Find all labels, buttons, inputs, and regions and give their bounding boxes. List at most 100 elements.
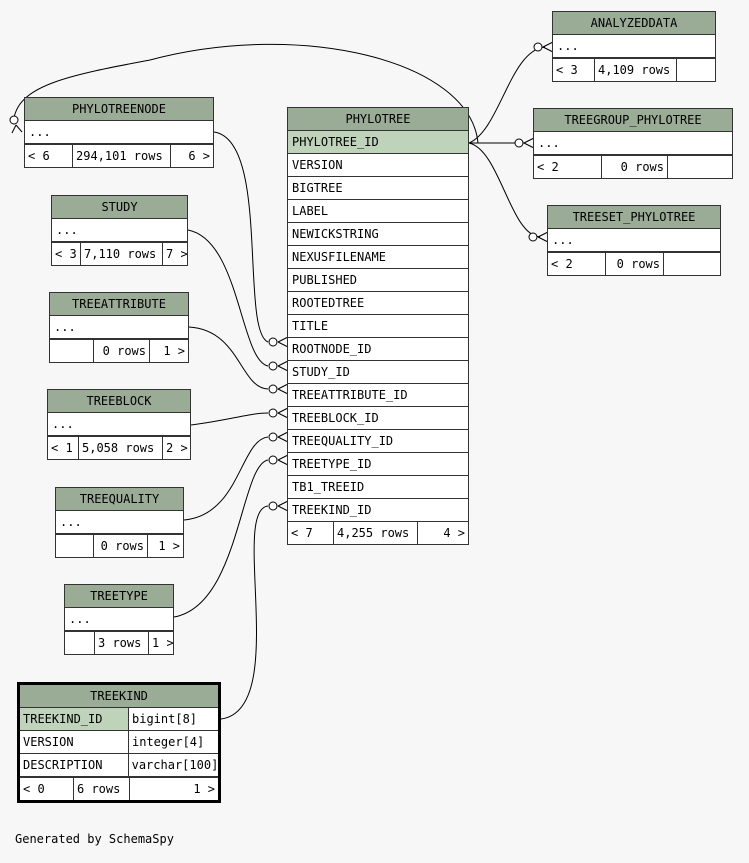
table-header[interactable]: TREEGROUP_PHYLOTREE [534, 109, 732, 132]
stat-parents[interactable]: < 7 [288, 522, 334, 544]
table-stats: < 1 5,058 rows 2 > [48, 436, 190, 459]
column-rootedtree: ROOTEDTREE [288, 292, 468, 315]
table-header[interactable]: PHYLOTREE [288, 108, 468, 131]
column-title: TITLE [288, 315, 468, 338]
optional-marker [268, 408, 278, 418]
column-row: VERSION integer[4] [20, 731, 218, 754]
table-ellipsis: ... [548, 229, 720, 252]
table-study[interactable]: STUDY ... < 3 7,110 rows 7 > [51, 195, 188, 266]
stat-children[interactable]: 1 > [152, 636, 173, 650]
stat-rows: 7,110 rows [81, 243, 163, 265]
table-stats: < 6 294,101 rows 6 > [25, 144, 213, 167]
stat-parents [65, 632, 95, 654]
table-stats: < 2 0 rows [534, 155, 732, 178]
stat-children [668, 156, 732, 178]
edge-rootnode [213, 131, 269, 343]
stat-children[interactable]: 2 > [166, 441, 188, 455]
table-ellipsis: ... [25, 121, 213, 144]
column-treeblock-id: TREEBLOCK_ID [288, 407, 468, 430]
table-treegroup-phylotree[interactable]: TREEGROUP_PHYLOTREE ... < 2 0 rows [533, 108, 733, 179]
table-ellipsis: ... [48, 413, 190, 436]
column-published: PUBLISHED [288, 269, 468, 292]
column-study-id: STUDY_ID [288, 361, 468, 384]
table-treequality[interactable]: TREEQUALITY ... 0 rows 1 > [55, 487, 184, 558]
edge-treeset-phylotree [468, 142, 541, 238]
optional-marker [9, 115, 19, 125]
table-header[interactable]: TREEATTRIBUTE [50, 293, 188, 316]
table-header[interactable]: ANALYZEDDATA [553, 12, 715, 35]
stat-children[interactable]: 1 > [163, 344, 185, 358]
stat-rows: 5,058 rows [79, 437, 163, 459]
table-stats: 3 rows 1 > [65, 631, 173, 654]
table-ellipsis: ... [553, 35, 715, 58]
optional-marker [268, 432, 278, 442]
table-ellipsis: ... [534, 132, 732, 155]
stat-children[interactable]: 6 > [188, 149, 210, 163]
table-header[interactable]: TREETYPE [65, 585, 173, 608]
column-row: TREEKIND_ID bigint[8] [20, 708, 218, 731]
column-type: bigint[8] [129, 708, 218, 730]
stat-parents[interactable]: < 0 [20, 778, 74, 800]
optional-marker [268, 384, 278, 394]
stat-parents[interactable]: < 3 [52, 243, 81, 265]
column-treeattribute-id: TREEATTRIBUTE_ID [288, 384, 468, 407]
table-stats: < 0 6 rows 1 > [20, 777, 218, 800]
stat-parents[interactable]: < 1 [48, 437, 79, 459]
stat-rows: 3 rows [95, 632, 149, 654]
column-rootnode-id: ROOTNODE_ID [288, 338, 468, 361]
table-header[interactable]: TREEBLOCK [48, 390, 190, 413]
optional-marker [533, 42, 543, 52]
stat-children [677, 59, 715, 81]
column-version: VERSION [288, 154, 468, 177]
table-header[interactable]: PHYLOTREENODE [25, 98, 213, 121]
stat-parents[interactable]: < 2 [534, 156, 602, 178]
optional-marker [514, 138, 524, 148]
column-treequality-id: TREEQUALITY_ID [288, 430, 468, 453]
table-treeattribute[interactable]: TREEATTRIBUTE ... 0 rows 1 > [49, 292, 189, 363]
table-phylotreenode[interactable]: PHYLOTREENODE ... < 6 294,101 rows 6 > [24, 97, 214, 168]
optional-marker [268, 337, 278, 347]
optional-marker [268, 361, 278, 371]
stat-rows: 294,101 rows [73, 145, 171, 167]
table-stats: 0 rows 1 > [50, 339, 188, 362]
edge-treeblock [190, 412, 269, 426]
table-header[interactable]: STUDY [52, 196, 187, 219]
table-ellipsis: ... [50, 316, 188, 339]
column-label: LABEL [288, 200, 468, 223]
table-analyzeddata[interactable]: ANALYZEDDATA ... < 3 4,109 rows [552, 11, 716, 82]
table-treeset-phylotree[interactable]: TREESET_PHYLOTREE ... < 2 0 rows [547, 205, 721, 276]
table-stats: < 3 7,110 rows 7 > [52, 242, 187, 265]
table-ellipsis: ... [52, 219, 187, 242]
table-header[interactable]: TREEKIND [20, 685, 218, 708]
stat-parents[interactable]: < 3 [553, 59, 595, 81]
table-treeblock[interactable]: TREEBLOCK ... < 1 5,058 rows 2 > [47, 389, 191, 460]
stat-children[interactable]: 7 > [166, 247, 187, 261]
table-header[interactable]: TREESET_PHYLOTREE [548, 206, 720, 229]
table-treekind[interactable]: TREEKIND TREEKIND_ID bigint[8] VERSION i… [17, 682, 221, 803]
table-ellipsis: ... [56, 511, 183, 534]
edge-treeattribute [188, 326, 269, 390]
column-treekind-id: TREEKIND_ID [292, 503, 372, 517]
edge-treekind [220, 505, 269, 720]
column-bigtree: BIGTREE [288, 177, 468, 200]
optional-marker [268, 501, 278, 511]
footer-credit: Generated by SchemaSpy [15, 832, 174, 846]
stat-parents [50, 340, 94, 362]
stat-parents[interactable]: < 6 [25, 145, 73, 167]
table-header[interactable]: TREEQUALITY [56, 488, 183, 511]
column-treetype-id: TREETYPE_ID [288, 453, 468, 476]
table-treetype[interactable]: TREETYPE ... 3 rows 1 > [64, 584, 174, 655]
table-ellipsis: ... [65, 608, 173, 631]
column-name: TREEKIND_ID [20, 708, 129, 730]
stat-parents[interactable]: < 2 [548, 253, 606, 275]
optional-marker [528, 232, 538, 242]
stat-rows: 0 rows [94, 340, 150, 362]
table-stats: < 2 0 rows [548, 252, 720, 275]
stat-children[interactable]: 1 > [193, 782, 215, 796]
column-name: DESCRIPTION [20, 754, 129, 776]
column-nexusfilename: NEXUSFILENAME [288, 246, 468, 269]
stat-rows: 6 rows [74, 778, 130, 800]
stat-children[interactable]: 1 > [158, 539, 180, 553]
stat-children[interactable]: 4 > [443, 526, 465, 540]
